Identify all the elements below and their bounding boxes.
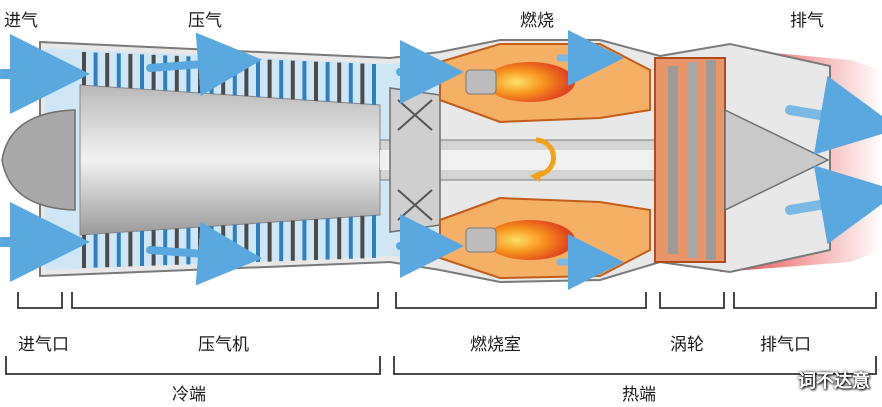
- label-nozzle: 排气口: [760, 335, 811, 355]
- blade-upper: [279, 60, 284, 99]
- blade-upper: [348, 63, 353, 104]
- blade-lower: [244, 223, 249, 263]
- blade-upper: [302, 61, 307, 101]
- blade-upper: [337, 62, 342, 103]
- blade-lower: [198, 227, 202, 264]
- blade-upper: [151, 54, 156, 90]
- compressor-spool: [79, 84, 381, 236]
- blade-upper: [82, 52, 86, 85]
- exhaust-cone: [724, 108, 830, 212]
- blade-lower: [140, 231, 144, 266]
- blade-lower: [279, 221, 284, 262]
- blade-lower: [93, 234, 98, 268]
- label-turbine: 涡轮: [670, 335, 704, 355]
- blade-lower: [174, 228, 179, 265]
- watermark: 词不达意: [798, 371, 870, 392]
- blade-lower: [116, 232, 121, 267]
- blade-upper: [244, 58, 249, 97]
- rotation-arrow-icon: [530, 137, 556, 182]
- blade-lower: [337, 217, 342, 260]
- blade-lower: [372, 215, 376, 258]
- blade-lower: [256, 223, 260, 262]
- blade-upper: [186, 56, 191, 93]
- blade-lower: [302, 219, 307, 261]
- label-compressor: 压气机: [198, 335, 249, 355]
- blade-upper: [290, 60, 295, 100]
- blade-lower: [314, 219, 318, 260]
- blade-upper: [105, 52, 110, 87]
- blade-upper: [325, 62, 330, 102]
- blade-upper: [372, 64, 376, 105]
- blade-lower: [105, 233, 110, 268]
- nose-cone: [1, 109, 76, 211]
- turbine-stage: [654, 57, 726, 263]
- blade-lower: [128, 231, 133, 267]
- blade-upper: [174, 55, 179, 92]
- blade-upper: [256, 59, 260, 97]
- blade-lower: [360, 215, 365, 259]
- label-hot-end: 热端: [622, 385, 656, 405]
- blade-lower: [186, 227, 191, 265]
- blade-lower: [267, 222, 272, 262]
- blade-upper: [163, 55, 168, 91]
- label-combustor: 燃烧室: [470, 335, 521, 355]
- blade-upper: [267, 59, 272, 98]
- airflow-arrows: [0, 30, 882, 290]
- blade-lower: [348, 216, 353, 259]
- label-exhaust: 排气: [790, 11, 824, 31]
- label-cold-end: 冷端: [172, 385, 206, 405]
- blade-upper: [116, 53, 121, 88]
- blade-upper: [140, 54, 144, 89]
- blade-upper: [128, 53, 133, 89]
- label-intake: 进气: [4, 11, 38, 31]
- combustion-chamber-upper: [439, 43, 651, 124]
- blade-upper: [314, 61, 318, 101]
- label-inlet: 进气口: [18, 335, 69, 355]
- label-compression: 压气: [188, 11, 222, 31]
- section-brackets: [17, 292, 877, 309]
- blade-lower: [82, 235, 86, 268]
- combustion-chamber-lower: [439, 196, 651, 280]
- blade-lower: [325, 218, 330, 260]
- blade-upper: [360, 63, 365, 105]
- diffuser-frame: [389, 87, 441, 233]
- zone-brackets: [5, 356, 877, 375]
- blade-upper: [93, 52, 98, 86]
- blade-lower: [290, 220, 295, 261]
- label-combustion: 燃烧: [520, 11, 554, 31]
